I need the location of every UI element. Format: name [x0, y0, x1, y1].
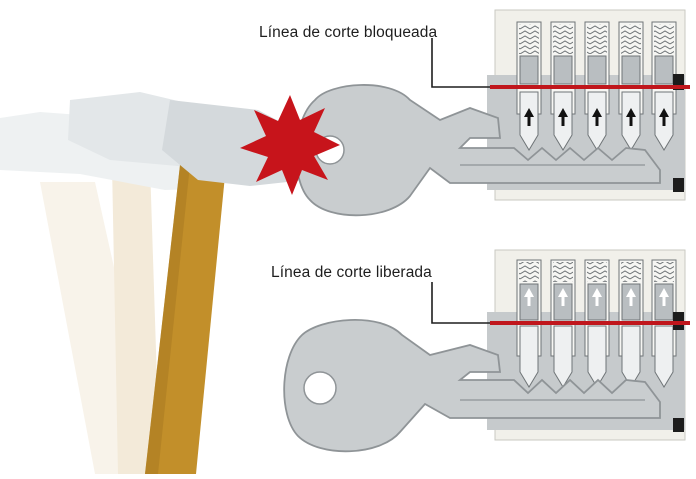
bottom-pin-stack-4	[618, 259, 644, 388]
bottom-key	[283, 319, 661, 453]
top-pin-stack-1	[516, 21, 542, 151]
top-pin-stack-3	[584, 21, 610, 151]
top-pin-stack-4	[618, 21, 644, 151]
bottom-pin-stack-1	[516, 259, 542, 388]
arrow-up-icon	[524, 108, 669, 126]
bottom-pin-stack-3	[584, 259, 610, 388]
arrow-up-icon	[524, 288, 669, 306]
impact-star	[240, 95, 340, 195]
shear-line-released-label: Línea de corte liberada	[271, 264, 432, 281]
top-key	[295, 84, 661, 217]
bottom-pin-stack-5	[651, 259, 677, 388]
shear-line-blocked-label: Línea de corte bloqueada	[259, 24, 438, 41]
